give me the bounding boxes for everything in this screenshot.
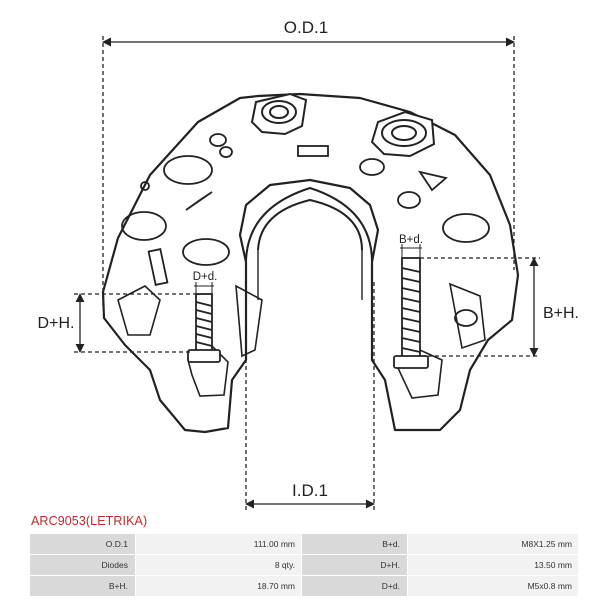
dd-label: D+d. xyxy=(193,271,218,283)
spec-value: 8 qty. xyxy=(135,554,302,576)
terminal-top-center xyxy=(250,92,308,136)
stud-d xyxy=(187,293,221,363)
id-label: I.D.1 xyxy=(292,481,328,500)
spec-value: 13.50 mm xyxy=(407,554,579,576)
spec-key: B+d. xyxy=(301,533,408,555)
spec-key: D+d. xyxy=(301,575,408,597)
table-row: B+H. 18.70 mm D+d. M5x0.8 mm xyxy=(29,575,579,597)
spec-value: M5x0.8 mm xyxy=(407,575,579,597)
rectifier-drawing: O.D.1 I.D.1 D+H. B+H. B+d. D+d. xyxy=(38,18,579,510)
spec-key: O.D.1 xyxy=(29,533,136,555)
spec-key: B+H. xyxy=(29,575,136,597)
rectifier-body xyxy=(101,92,520,434)
od-label: O.D.1 xyxy=(284,18,328,37)
bd-label: B+d. xyxy=(399,234,423,246)
stud-b xyxy=(393,257,429,369)
spec-value: 18.70 mm xyxy=(135,575,302,597)
side-outlines xyxy=(117,282,486,399)
spec-table: O.D.1 111.00 mm B+d. M8X1.25 mm Diodes 8… xyxy=(29,533,579,597)
table-row: O.D.1 111.00 mm B+d. M8X1.25 mm xyxy=(29,533,579,555)
table-row: Diodes 8 qty. D+H. 13.50 mm xyxy=(29,554,579,576)
bh-label: B+H. xyxy=(543,305,579,322)
diode-seats xyxy=(121,133,490,327)
dh-label: D+H. xyxy=(38,315,75,332)
spec-key: Diodes xyxy=(29,554,136,576)
terminal-top-right xyxy=(370,110,436,158)
central-bore xyxy=(245,186,373,300)
dimension-lines xyxy=(74,36,540,510)
spec-value: M8X1.25 mm xyxy=(407,533,579,555)
spec-key: D+H. xyxy=(301,554,408,576)
part-title: ARC9053(LETRIKA) xyxy=(31,514,148,528)
spec-value: 111.00 mm xyxy=(135,533,302,555)
